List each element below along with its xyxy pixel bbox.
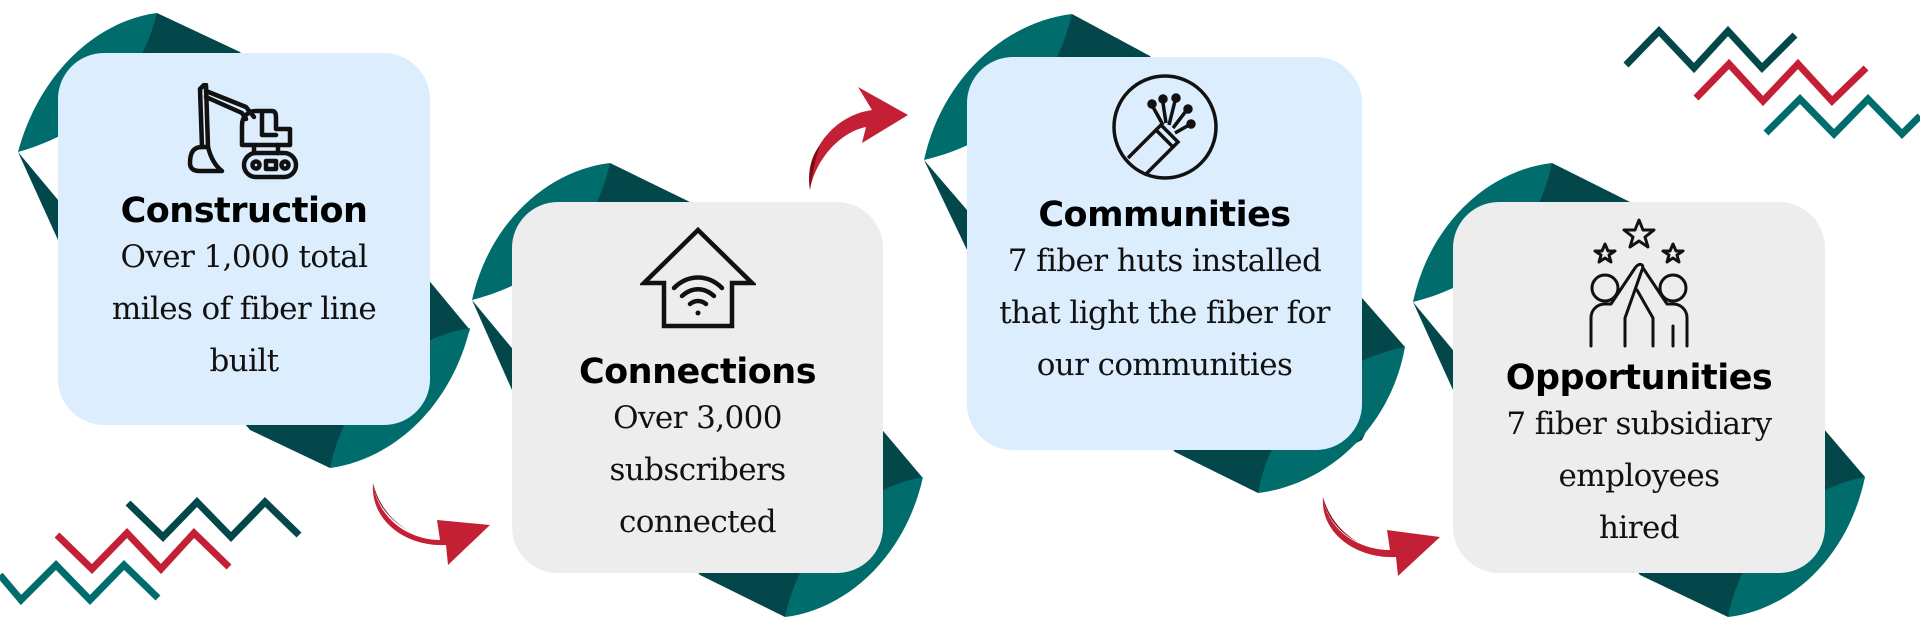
step-description: 7 fiber subsidiary employees hired xyxy=(1506,406,1772,546)
step-card-construction: Construction Over 1,000 total miles of f… xyxy=(58,53,430,425)
step-title: Communities xyxy=(1038,195,1291,235)
step-title: Construction xyxy=(120,191,368,231)
step-description: 7 fiber huts installed that light the fi… xyxy=(999,243,1330,383)
high-five-stars-icon xyxy=(1589,218,1689,348)
curved-arrow-up-right xyxy=(809,87,908,190)
step-title: Opportunities xyxy=(1505,358,1773,398)
zigzag-lines-top-right xyxy=(1623,25,1920,140)
curved-arrow-down-right-1 xyxy=(372,483,490,565)
step-description: Over 1,000 total miles of fiber line bui… xyxy=(111,239,377,379)
step-card-communities: Communities 7 fiber huts installed that … xyxy=(967,57,1362,450)
step-card-connections: Connections Over 3,000 subscribers conne… xyxy=(512,202,883,573)
fiber-optic-cable-icon xyxy=(1111,74,1218,180)
house-wifi-icon xyxy=(639,226,756,329)
zigzag-lines-bottom-left xyxy=(0,496,302,606)
step-description: Over 3,000 subscribers connected xyxy=(609,400,786,540)
step-card-opportunities: Opportunities 7 fiber subsidiary employe… xyxy=(1453,202,1825,573)
excavator-icon xyxy=(187,83,299,180)
curved-arrow-down-right-2 xyxy=(1322,497,1440,576)
step-title: Connections xyxy=(578,352,817,392)
